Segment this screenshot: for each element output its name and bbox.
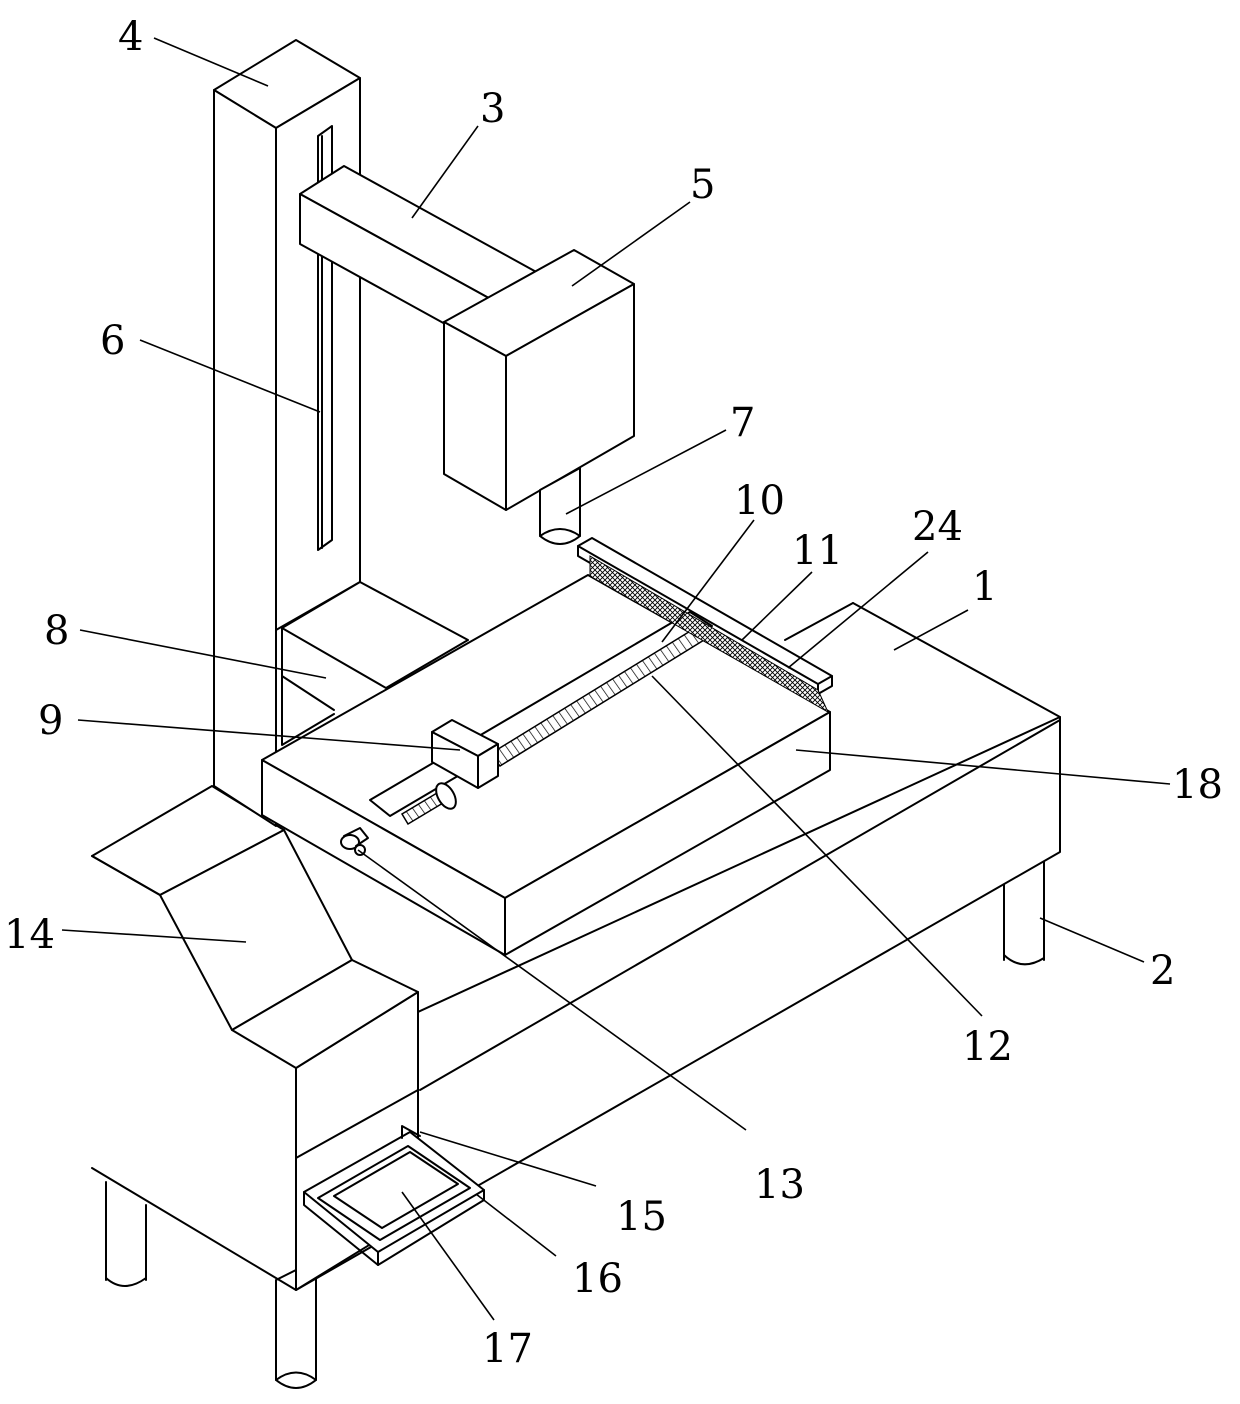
label-16: 16: [572, 1256, 623, 1302]
label-9: 9: [38, 698, 63, 744]
label-8: 8: [44, 608, 69, 654]
label-2: 2: [1150, 948, 1175, 994]
label-5: 5: [690, 162, 715, 208]
label-4: 4: [118, 14, 143, 60]
label-3: 3: [480, 86, 505, 132]
label-14: 14: [4, 912, 55, 958]
label-24: 24: [912, 504, 963, 550]
label-13: 13: [754, 1162, 805, 1208]
label-1: 1: [972, 564, 997, 610]
label-11: 11: [792, 528, 843, 574]
label-18: 18: [1172, 762, 1223, 808]
label-12: 12: [962, 1024, 1013, 1070]
label-17: 17: [482, 1326, 533, 1372]
label-15: 15: [616, 1194, 667, 1240]
label-6: 6: [100, 318, 125, 364]
label-10: 10: [734, 478, 785, 524]
label-7: 7: [730, 400, 755, 446]
vertical-column: [214, 40, 360, 826]
